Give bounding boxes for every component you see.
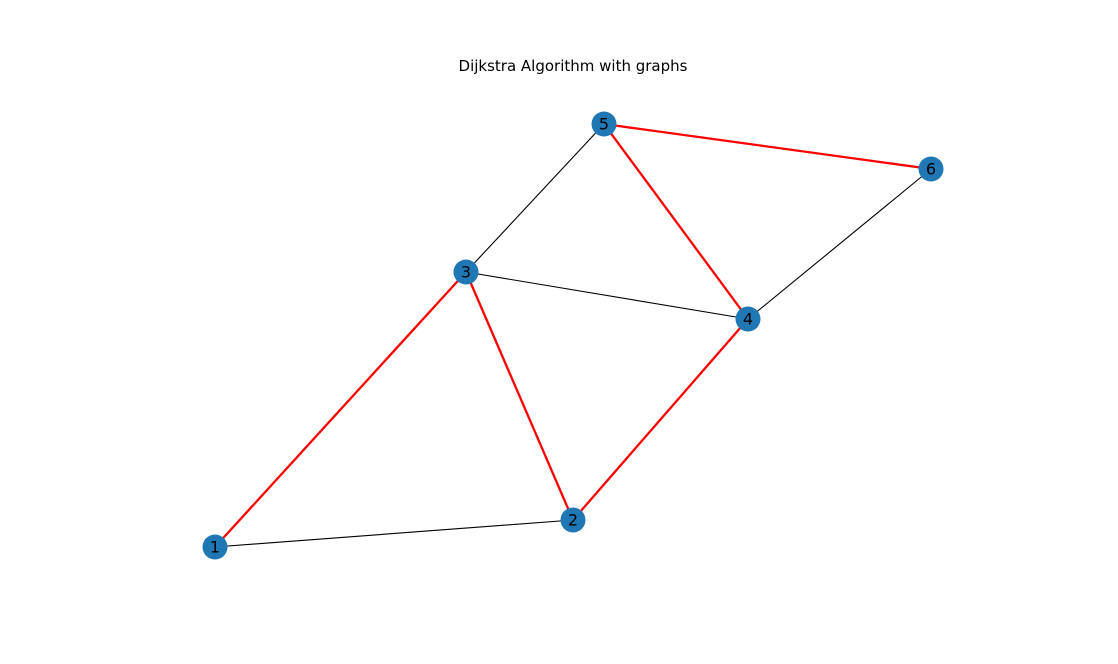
node-label-6: 6 (926, 160, 936, 179)
node-3: 3 (453, 259, 479, 285)
node-2: 2 (560, 507, 586, 533)
edge-4-6 (747, 168, 932, 320)
node-circle-4 (735, 306, 761, 332)
edge-4-5-highlighted (602, 122, 750, 321)
edge-5-6-highlighted (602, 122, 933, 171)
edge-3-4 (465, 271, 749, 320)
node-circle-1 (202, 534, 228, 560)
node-label-2: 2 (568, 511, 578, 530)
node-6: 6 (918, 156, 944, 182)
node-1: 1 (202, 534, 228, 560)
node-5: 5 (591, 111, 617, 137)
node-circle-2 (560, 507, 586, 533)
edges-layer (213, 122, 933, 549)
node-label-1: 1 (210, 538, 220, 557)
node-circle-3 (453, 259, 479, 285)
nodes-layer: 1 2 3 4 5 6 (202, 111, 944, 560)
edge-1-2 (214, 519, 574, 548)
node-label-5: 5 (599, 115, 609, 134)
node-label-3: 3 (461, 263, 471, 282)
node-4: 4 (735, 306, 761, 332)
node-label-4: 4 (743, 310, 753, 329)
edge-3-5 (465, 123, 605, 273)
edge-1-3-highlighted (213, 270, 468, 549)
edge-2-3-highlighted (464, 270, 575, 522)
node-circle-6 (918, 156, 944, 182)
node-circle-5 (591, 111, 617, 137)
graph-title: Dijkstra Algorithm with graphs (459, 57, 688, 75)
edge-2-4-highlighted (571, 317, 750, 522)
